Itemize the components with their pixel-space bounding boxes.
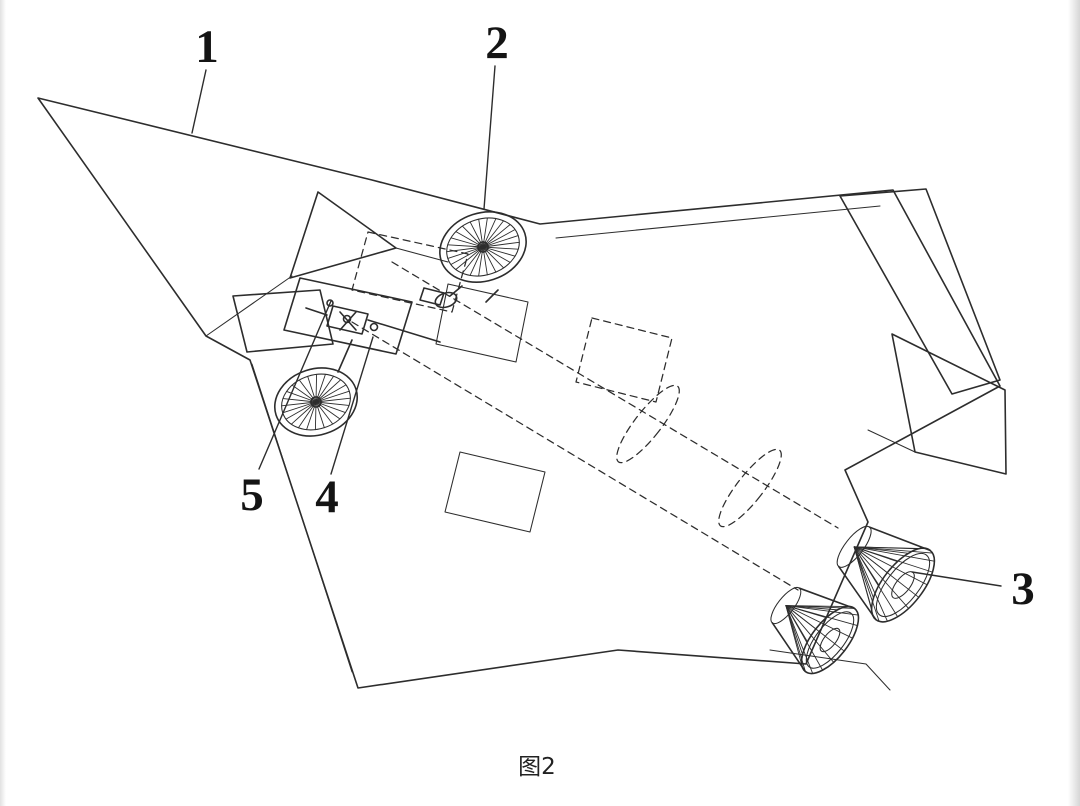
front-fan-bay-dashed [351, 231, 469, 313]
callout-2: 2 [485, 17, 509, 69]
drive-shaft-aft [367, 319, 441, 343]
equipment-box-lower [444, 451, 546, 533]
lift-fan-top [439, 211, 527, 283]
airframe-silhouette [37, 97, 1007, 691]
leader-line-5 [258, 300, 332, 470]
engine-nozzle-outer [836, 525, 936, 623]
callout-4: 4 [315, 471, 339, 523]
lift-fan-top-outer-rim [439, 211, 527, 283]
mid-bay-dashed [575, 317, 673, 403]
duct-dashed-line-1 [391, 261, 839, 529]
page-edge-left [0, 0, 6, 806]
chine-line [205, 275, 293, 337]
gearbox-shaft-hub-3 [326, 299, 334, 307]
figure-caption: 图2 [518, 754, 556, 780]
right-wing-inner-line [555, 205, 881, 239]
vertical-stabilizer-inner [891, 333, 1007, 475]
nozzle-outer-hatching [853, 546, 935, 622]
stabilizer-root-line [867, 429, 916, 453]
callout-3: 3 [1011, 563, 1035, 615]
leader-lines [191, 65, 1002, 587]
lift-fan-top-blades [446, 217, 520, 277]
nozzle-inner-hatching [785, 605, 859, 674]
engine-nozzle-inner [770, 586, 860, 675]
fan-mount-bracket [419, 287, 445, 306]
aircraft-outline [37, 97, 1001, 689]
leader-line-2 [483, 65, 496, 210]
aft-strake [769, 649, 891, 691]
page-edge-right [1068, 0, 1080, 806]
left-wing-inner-line [251, 363, 353, 673]
nozzle-inner-side-b [771, 622, 807, 673]
nozzle-outer-side-a [868, 526, 931, 552]
canopy [289, 191, 397, 279]
fan-strut-2 [485, 289, 499, 303]
gearbox-shaft-hub-2 [369, 322, 379, 332]
equipment-box-upper [435, 283, 529, 363]
canard [232, 289, 334, 353]
leader-line-3 [911, 571, 1002, 587]
lift-fan-mid [273, 367, 359, 437]
gearbox-bay [283, 277, 441, 373]
drive-shaft-fwd [305, 307, 328, 316]
canopy-to-bay-line [395, 247, 449, 263]
nozzle-outer-side-b [837, 565, 877, 621]
lift-fan-mid-blades [281, 373, 351, 431]
leader-line-4 [330, 336, 374, 475]
nozzle-inner-side-a [798, 587, 856, 610]
leader-line-1 [191, 69, 207, 134]
lift-fan-top-mount [419, 285, 499, 309]
callout-1: 1 [195, 21, 219, 73]
gearbox-bay-opening [283, 277, 413, 355]
duct-dashed-line-2 [351, 321, 799, 591]
callout-5: 5 [240, 469, 264, 521]
gear-detail-line-2 [339, 311, 357, 331]
fan-drive-link [337, 339, 353, 373]
internal-structure [351, 231, 839, 591]
fuselage-section-dashed-1 [616, 384, 680, 464]
fuselage-section-dashed-2 [718, 448, 782, 528]
lift-fan-mid-outer-rim [273, 367, 359, 437]
vertical-stabilizer-outer [839, 188, 1001, 395]
fan-strut-1 [449, 285, 463, 297]
